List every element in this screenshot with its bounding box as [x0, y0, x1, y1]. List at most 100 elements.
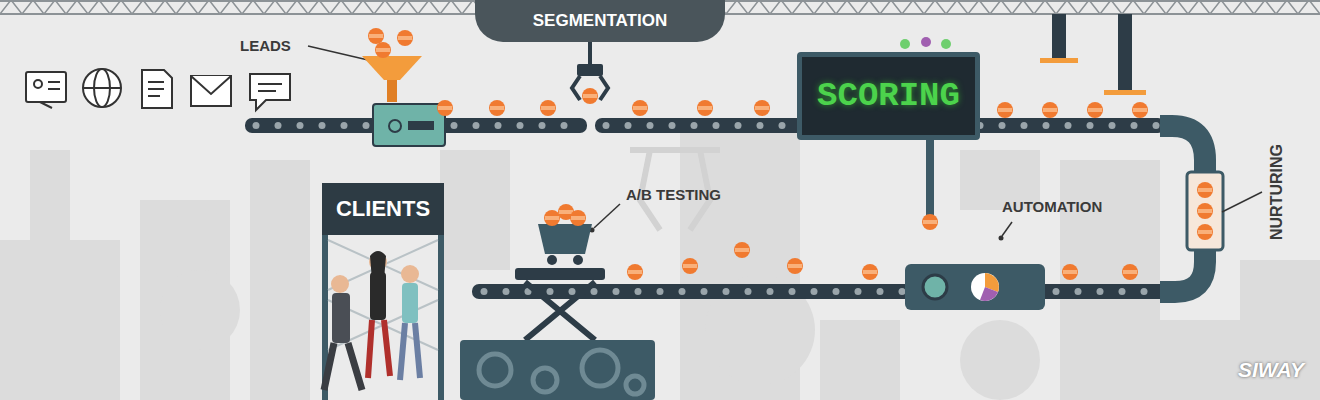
roller: [473, 122, 480, 129]
roller: [341, 122, 348, 129]
callout-label: AUTOMATION: [1002, 198, 1102, 215]
roller: [669, 122, 676, 129]
callout-label: A/B TESTING: [626, 186, 721, 203]
roller: [789, 288, 796, 295]
source-icons: [26, 69, 290, 110]
roller: [713, 122, 720, 129]
roller: [679, 288, 686, 295]
lead-ball: [1062, 264, 1078, 280]
roller: [833, 288, 840, 295]
scaffold-post: [438, 235, 444, 400]
roller: [319, 122, 326, 129]
indicator-light: [941, 39, 951, 49]
roller: [757, 122, 764, 129]
gauge: [971, 273, 999, 301]
lead-ball: [997, 102, 1013, 118]
lead-ball: [754, 100, 770, 116]
roller: [735, 122, 742, 129]
ball-stripe: [376, 48, 390, 52]
lift-platform: [515, 268, 605, 280]
node-text: SCORING: [817, 77, 960, 115]
roller: [495, 122, 502, 129]
scoring-stand: [926, 140, 934, 215]
roller: [1109, 122, 1116, 129]
callout-label: NURTURING: [1268, 144, 1286, 240]
mine-cart: [538, 224, 592, 254]
lead-ball: [397, 30, 413, 46]
brand-logo: SIWAY: [1238, 358, 1304, 382]
cart-wheel: [547, 255, 557, 265]
ball-stripe: [1123, 270, 1137, 274]
roller: [547, 288, 554, 295]
lead-ball: [489, 100, 505, 116]
roller: [297, 122, 304, 129]
gears: [479, 350, 644, 394]
roller: [613, 288, 620, 295]
lead-ball: [697, 100, 713, 116]
ball-stripe: [490, 106, 504, 110]
cart-wheel: [573, 255, 583, 265]
lead-ball: [1197, 224, 1213, 240]
roller: [1087, 122, 1094, 129]
lead-ball: [375, 42, 391, 58]
lead-ball: [1122, 264, 1138, 280]
leader-line: [1222, 192, 1262, 212]
scoring-screen: SCORING: [797, 52, 980, 140]
ball-stripe: [1198, 188, 1212, 192]
roller: [767, 288, 774, 295]
ball-stripe: [398, 36, 412, 40]
lead-ball: [1197, 203, 1213, 219]
roller: [503, 288, 510, 295]
ball-stripe: [633, 106, 647, 110]
roller: [723, 288, 730, 295]
roller: [275, 122, 282, 129]
ball-stripe: [369, 34, 383, 38]
roller: [877, 288, 884, 295]
roller: [691, 122, 698, 129]
lead-ball: [540, 100, 556, 116]
lead-ball: [787, 258, 803, 274]
ball-stripe: [923, 220, 937, 224]
gauge-wedge: [980, 287, 998, 301]
lead-ball: [1197, 182, 1213, 198]
lead-ball: [1087, 102, 1103, 118]
roller: [1043, 122, 1050, 129]
roller: [1153, 122, 1160, 129]
roller: [451, 122, 458, 129]
roller: [253, 122, 260, 129]
roller: [603, 122, 610, 129]
lead-ball: [437, 100, 453, 116]
ball-stripe: [998, 108, 1012, 112]
roller: [1021, 122, 1028, 129]
leader-dot: [999, 236, 1004, 241]
ball-stripe: [698, 106, 712, 110]
ball-stripe: [755, 106, 769, 110]
lead-ball: [627, 264, 643, 280]
roller: [569, 288, 576, 295]
intake-machine: [373, 104, 445, 146]
roller: [481, 288, 488, 295]
machine-dial: [389, 120, 401, 132]
ball-stripe: [545, 216, 559, 220]
roller: [539, 122, 546, 129]
scissor-lift: [525, 282, 595, 340]
machine-wheel: [923, 275, 947, 299]
indicator-light: [900, 39, 910, 49]
lead-balls: [368, 28, 1213, 280]
callout-label: LEADS: [240, 37, 291, 54]
roller: [1119, 288, 1126, 295]
roller: [1075, 288, 1082, 295]
press-plate: [1104, 90, 1146, 95]
lead-ball: [570, 210, 586, 226]
lead-ball: [734, 242, 750, 258]
ball-stripe: [735, 248, 749, 252]
roller: [561, 122, 568, 129]
ball-stripe: [628, 270, 642, 274]
ball-stripe: [1043, 108, 1057, 112]
ball-stripe: [438, 106, 452, 110]
automation-machine: [905, 264, 1045, 310]
ball-stripe: [559, 210, 573, 214]
lead-ball: [862, 264, 878, 280]
leader-line: [594, 204, 620, 228]
